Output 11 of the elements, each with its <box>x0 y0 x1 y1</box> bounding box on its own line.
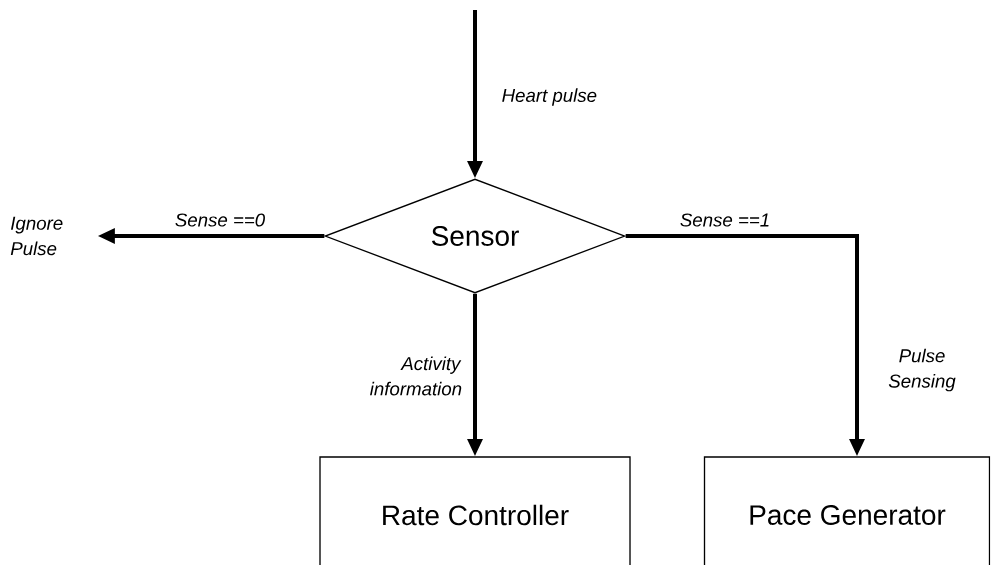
node-label: Rate Controller <box>383 504 569 526</box>
process-box <box>703 456 991 565</box>
label-text: Ignore Pulse <box>10 216 63 256</box>
process-box <box>319 456 631 565</box>
node-label: Pace Generator <box>750 505 946 525</box>
note-label: Pulse Sensing <box>888 348 956 392</box>
edge-label: Activity information <box>368 355 462 397</box>
node-label: Sensor <box>431 226 519 246</box>
edge-label: Sense ==1 <box>678 212 772 228</box>
edge-label: Sense ==0 <box>173 212 267 228</box>
edge-label: Heart pulse <box>500 86 599 108</box>
